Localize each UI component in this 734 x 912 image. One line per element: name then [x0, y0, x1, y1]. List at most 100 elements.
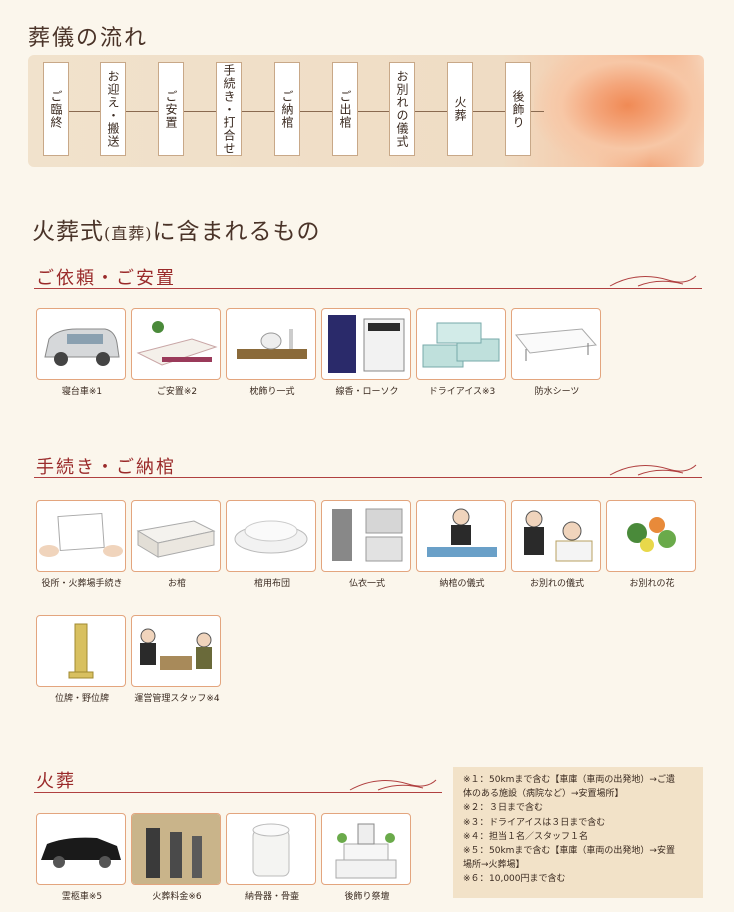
- item-card: 霊柩車※5: [36, 813, 128, 902]
- item-card: 後飾り祭壇: [321, 813, 413, 902]
- note-line: ※２：３日まで含む: [463, 801, 697, 815]
- farewell-flowers-image: [606, 500, 696, 572]
- note-key: ※６：: [463, 874, 489, 885]
- flow-title: 葬儀の流れ: [28, 26, 149, 51]
- hearse-van-image: [36, 308, 126, 380]
- flow-step: ご臨終: [43, 62, 69, 156]
- note-text: ドライアイスは３日まで含む: [489, 817, 606, 828]
- flow-step: お別れの儀式: [389, 62, 415, 156]
- item-caption: 枕飾り一式: [249, 387, 295, 397]
- waterproof-sheet-image: [511, 308, 601, 380]
- section-title: 手続き・ご納棺: [36, 457, 176, 478]
- flow-step: 火葬: [447, 62, 473, 156]
- included-title-paren: (直葬): [104, 224, 153, 243]
- item-card: 線香・ローソク: [321, 308, 413, 397]
- flow-step: ご安置: [158, 62, 184, 156]
- hearse-image: [36, 813, 126, 885]
- flow-step: ご出棺: [332, 62, 358, 156]
- item-caption: 線香・ローソク: [335, 387, 399, 397]
- coffin-futon-image: [226, 500, 316, 572]
- item-caption: 役所・火葬場手続き: [41, 579, 123, 589]
- note-continuation: 場所→火葬場】: [463, 860, 525, 871]
- item-caption: 納棺の儀式: [439, 579, 485, 589]
- note-key: ※２：: [463, 803, 489, 814]
- note-line: ※３：ドライアイスは３日まで含む: [463, 816, 697, 830]
- note-line: ※４：担当１名／スタッフ１名: [463, 830, 697, 844]
- item-card: 納骨器・骨壷: [226, 813, 318, 902]
- item-caption: 霊柩車※5: [61, 892, 103, 902]
- urn-image: [226, 813, 316, 885]
- item-caption: 納骨器・骨壷: [244, 892, 299, 902]
- burial-clothes-image: [321, 500, 411, 572]
- item-caption: 位牌・野位牌: [54, 694, 109, 704]
- notes-box: ※１：50kmまで含む【車庫（車両の出発地）→ご遺 体のある施設（病院など）→安…: [453, 767, 703, 898]
- item-caption: 仏衣一式: [348, 579, 385, 589]
- item-caption: 運営管理スタッフ※4: [134, 694, 220, 704]
- paperwork-image: [36, 500, 126, 572]
- altar-set-image: [226, 308, 316, 380]
- farewell-ceremony-illustration: [511, 500, 601, 572]
- flow-step: お迎え・搬送: [100, 62, 126, 156]
- note-text: 50kmまで含む【車庫（車両の出発地）→安置: [489, 846, 675, 857]
- item-caption: 後飾り祭壇: [344, 892, 390, 902]
- note-key: ※５：: [463, 846, 489, 857]
- coffin-image: [131, 500, 221, 572]
- incense-candles-image: [321, 308, 411, 380]
- crematorium-image: [131, 813, 221, 885]
- note-line: ※５：50kmまで含む【車庫（車両の出発地）→安置: [463, 844, 697, 858]
- section-title: 火葬: [36, 771, 76, 792]
- note-text: ３日まで含む: [489, 803, 544, 814]
- item-card: 役所・火葬場手続き: [36, 500, 128, 589]
- note-text: 担当１名／スタッフ１名: [489, 831, 589, 842]
- included-title-main: 火葬式: [32, 219, 104, 245]
- item-card: 寝台車※1: [36, 308, 128, 397]
- note-key: ※４：: [463, 831, 489, 842]
- note-line: ※１：50kmまで含む【車庫（車両の出発地）→ご遺: [463, 773, 697, 787]
- flow-step: 手続き・打合せ: [216, 62, 242, 156]
- rose-image: [534, 55, 704, 167]
- note-text: 10,000円まで含む: [489, 874, 566, 885]
- item-caption: 防水シーツ: [534, 387, 580, 397]
- item-caption: お棺: [167, 579, 186, 589]
- included-heading: 火葬式(直葬)に含まれるもの: [32, 212, 321, 246]
- memorial-altar-image: [321, 813, 411, 885]
- item-card: お別れの儀式: [511, 500, 603, 589]
- note-text: 50kmまで含む【車庫（車両の出発地）→ご遺: [489, 775, 675, 785]
- item-caption: 棺用布団: [253, 579, 290, 589]
- item-card: 棺用布団: [226, 500, 318, 589]
- item-caption: 火葬料金※6: [152, 892, 202, 902]
- item-card: ドライアイス※3: [416, 308, 508, 397]
- item-card: 運営管理スタッフ※4: [131, 615, 223, 704]
- item-caption: お別れの儀式: [529, 579, 584, 589]
- futon-image: [131, 308, 221, 380]
- section-rule: [34, 288, 702, 289]
- item-card: ご安置※2: [131, 308, 223, 397]
- section-rule: [34, 477, 702, 478]
- section-title: ご依頼・ご安置: [36, 268, 176, 289]
- encoffining-illustration: [416, 500, 506, 572]
- flow-step: ご納棺: [274, 62, 300, 156]
- swirl-ornament: [349, 779, 437, 791]
- item-card: 火葬料金※6: [131, 813, 223, 902]
- dry-ice-image: [416, 308, 506, 380]
- note-key: ※３：: [463, 817, 489, 828]
- item-card: 納棺の儀式: [416, 500, 508, 589]
- item-card: 枕飾り一式: [226, 308, 318, 397]
- item-card: お別れの花: [606, 500, 698, 589]
- mortuary-tablet-image: [36, 615, 126, 687]
- flow-panel: ご臨終 お迎え・搬送 ご安置 手続き・打合せ ご納棺 ご出棺 お別れの儀式 火葬…: [28, 55, 704, 167]
- swirl-ornament: [609, 464, 697, 476]
- item-card: 位牌・野位牌: [36, 615, 128, 704]
- section-rule: [34, 792, 442, 793]
- item-caption: ご安置※2: [156, 387, 198, 397]
- swirl-ornament: [609, 275, 697, 287]
- item-caption: ドライアイス※3: [428, 387, 496, 397]
- flow-step: 後飾り: [505, 62, 531, 156]
- included-title-rest: に含まれるもの: [152, 219, 321, 245]
- staff-meeting-illustration: [131, 615, 221, 687]
- note-continuation: 体のある施設（病院など）→安置場所】: [463, 789, 624, 800]
- item-card: お棺: [131, 500, 223, 589]
- item-caption: 寝台車※1: [61, 387, 103, 397]
- item-card: 防水シーツ: [511, 308, 603, 397]
- note-line: ※６：10,000円まで含む: [463, 872, 697, 886]
